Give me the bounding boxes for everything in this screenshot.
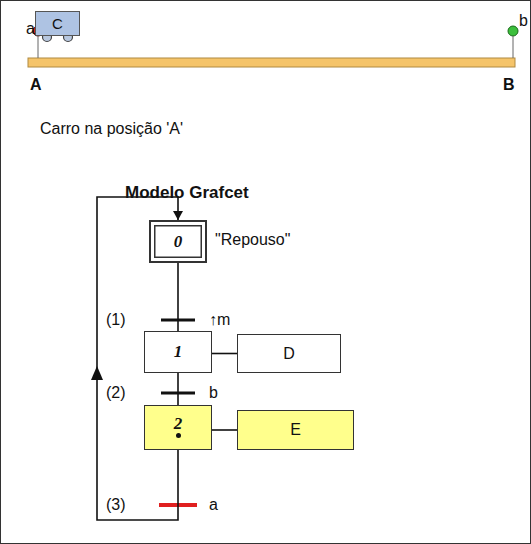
step-comment: "Repouso" (215, 231, 290, 249)
action-box: E (237, 410, 354, 450)
initial-step: 0 (149, 220, 207, 263)
track-rail (28, 58, 515, 67)
position-name: B (503, 76, 515, 94)
sensor-post (513, 36, 514, 58)
node-text: D (283, 345, 295, 363)
status-text: Carro na posição 'A' (40, 120, 183, 138)
step-box: 1 (144, 331, 212, 373)
sensor-name: b (519, 12, 528, 30)
cart-box: C (35, 11, 80, 36)
transition-number: (3) (106, 496, 126, 514)
transition-number: (1) (106, 311, 126, 329)
position-name: A (30, 76, 42, 94)
transition-condition: a (209, 496, 218, 514)
node-text: 0 (174, 232, 183, 252)
sensor-b (508, 26, 518, 36)
step-token (176, 433, 181, 438)
transition-condition: b (209, 384, 218, 402)
action-box: D (237, 334, 341, 373)
sequence-link (212, 430, 237, 431)
sensor-name: a (26, 20, 35, 38)
transition-number: (2) (106, 384, 126, 402)
node-text: C (52, 15, 63, 32)
node-text: 2 (174, 414, 183, 434)
diagram-title: Modelo Grafcet (125, 184, 249, 202)
node-text: E (290, 421, 301, 439)
sequence-link (178, 263, 179, 331)
active-step: 2 (144, 405, 212, 450)
transition-condition: ↑m (209, 311, 230, 329)
sensor-post (38, 36, 39, 58)
sequence-link (178, 373, 179, 405)
node-text: 1 (174, 342, 183, 362)
sequence-link (212, 353, 237, 354)
